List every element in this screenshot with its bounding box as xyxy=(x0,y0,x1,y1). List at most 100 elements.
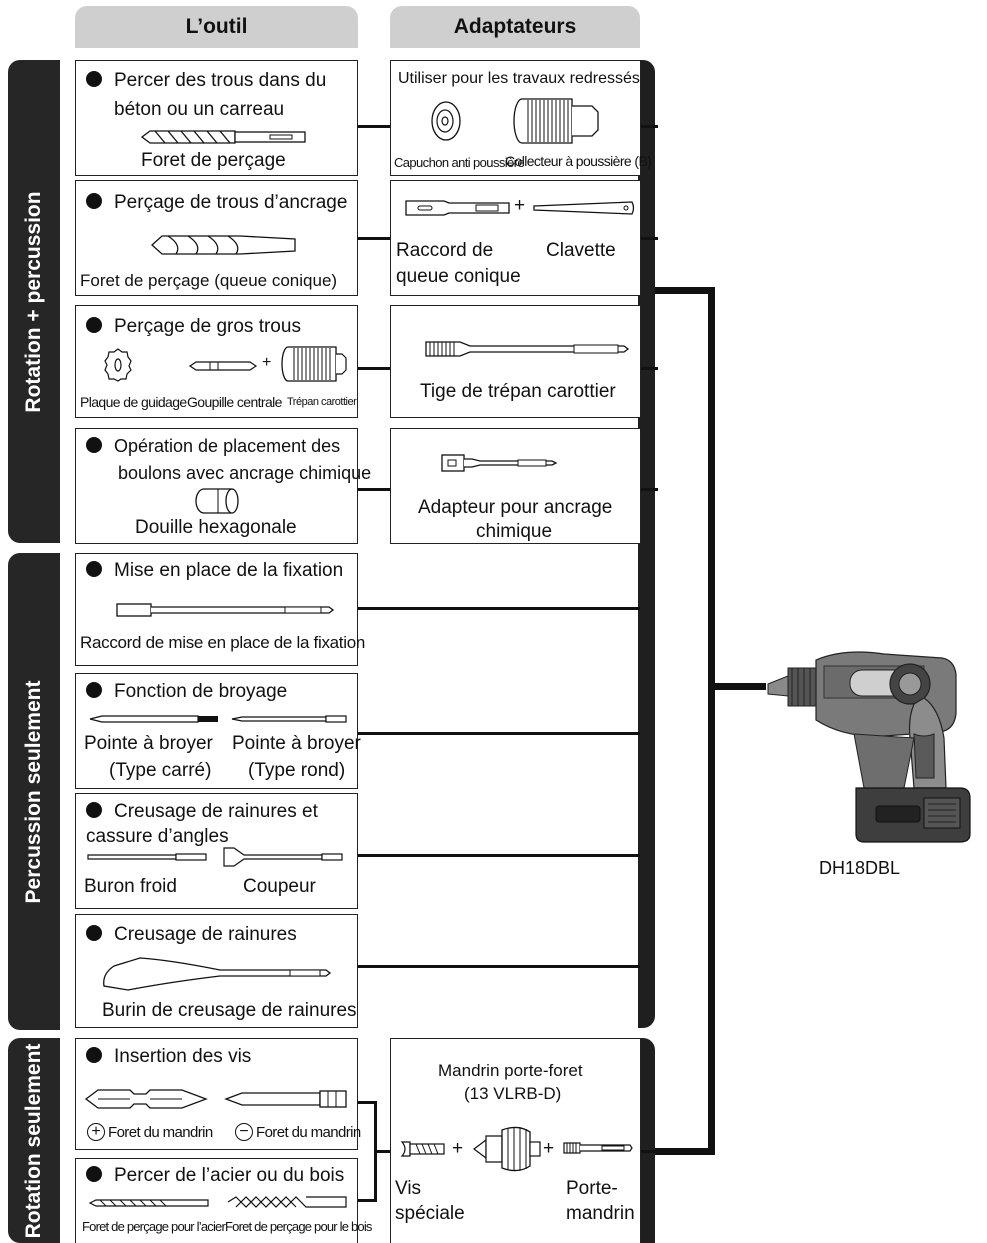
dust-cap-icon xyxy=(431,101,461,141)
r3-pin-label: Goupille centrale xyxy=(187,394,282,410)
chuck-plus-1: + xyxy=(452,1138,464,1159)
adapter-box-chemical xyxy=(390,428,641,544)
section-rotation-only: Rotation seulement xyxy=(8,1038,60,1243)
bullet-icon xyxy=(86,1047,102,1063)
r7-title-2: cassure d’angles xyxy=(86,826,229,847)
plus-circle-icon: + xyxy=(87,1123,105,1141)
r4-tool-label: Douille hexagonale xyxy=(135,517,297,538)
round-point-icon xyxy=(231,715,347,723)
header-tool: L’outil xyxy=(75,6,358,48)
chuck-title-2: (13 VLRB-D) xyxy=(464,1084,562,1103)
chuck-plus-2: + xyxy=(543,1138,555,1159)
connector-line xyxy=(357,488,391,491)
tool-box-drill xyxy=(75,60,358,176)
r7-c2: Coupeur xyxy=(243,876,316,897)
r2-adapter-a2: queue conique xyxy=(396,266,521,287)
main-connector xyxy=(655,1148,715,1155)
r2-plus: + xyxy=(514,195,526,216)
bullet-icon xyxy=(86,802,102,818)
chuck-porte-1: Porte- xyxy=(566,1178,618,1199)
grooving-chisel-icon xyxy=(103,957,332,991)
r9-b1: Foret du mandrin xyxy=(108,1124,213,1141)
r3-plus: + xyxy=(262,354,272,371)
main-connector xyxy=(708,683,766,690)
rotary-hammer-icon xyxy=(767,651,971,843)
r5-tool-label: Raccord de mise en place de la fixation xyxy=(80,633,366,652)
bracket-line xyxy=(357,1101,377,1104)
r4-adapter-2: chimique xyxy=(476,521,553,542)
core-bit-shank-icon xyxy=(425,341,630,357)
drill-chuck-icon xyxy=(473,1126,541,1172)
r4-title-1: Opération de placement des xyxy=(86,436,340,457)
r9-title: Insertion des vis xyxy=(86,1046,251,1068)
core-bit-icon xyxy=(281,346,347,382)
bullet-icon xyxy=(86,1166,102,1182)
special-screw-icon xyxy=(400,1141,445,1157)
minus-circle-icon: − xyxy=(235,1123,253,1141)
bullet-icon xyxy=(86,317,102,333)
chuck-vis-1: Vis xyxy=(395,1178,422,1199)
bullet-icon xyxy=(86,561,102,577)
r6-p2a: Pointe à broyer xyxy=(232,733,361,754)
r9-b2: Foret du mandrin xyxy=(256,1124,361,1141)
r5-title: Mise en place de la fixation xyxy=(86,560,343,582)
phillips-bit-icon xyxy=(84,1089,208,1109)
fixation-adapter-icon xyxy=(116,603,335,617)
right-bar-top xyxy=(638,60,655,1028)
r3-title: Perçage de gros trous xyxy=(86,316,301,338)
tool-box-grooving-corner xyxy=(75,793,358,909)
bracket-line xyxy=(374,1150,391,1153)
cutter-icon xyxy=(223,847,343,867)
bullet-icon xyxy=(86,437,102,453)
adapter-box-core-shank xyxy=(390,305,641,418)
bullet-icon xyxy=(86,925,102,941)
tapered-drill-bit-icon xyxy=(151,235,296,255)
connector-line xyxy=(357,965,640,968)
r4-title-2: boulons avec ancrage chimique xyxy=(118,463,372,483)
model-label: DH18DBL xyxy=(819,858,901,878)
r1-cap-label: Capuchon anti poussière xyxy=(394,155,525,170)
connector-line xyxy=(640,488,658,491)
connector-line xyxy=(640,125,658,128)
r1-tool-label: Foret de perçage xyxy=(141,150,286,171)
r1-title-2: béton ou un carreau xyxy=(114,99,285,120)
bullet-icon xyxy=(86,682,102,698)
bracket-line xyxy=(357,1199,377,1202)
r6-title: Fonction de broyage xyxy=(86,681,287,703)
connector-line xyxy=(357,607,640,610)
connector-line xyxy=(640,237,658,240)
chuck-vis-2: spéciale xyxy=(395,1203,465,1224)
r1-title-1: Percer des trous dans du xyxy=(86,70,326,92)
r10-wood-label: Foret de perçage pour le bois xyxy=(225,1219,372,1234)
main-connector xyxy=(708,287,715,1155)
tool-box-grinding xyxy=(75,673,358,789)
adapter-box-taper xyxy=(390,180,641,296)
r6-p2b: (Type rond) xyxy=(248,760,346,781)
connector-line xyxy=(357,237,391,240)
drill-bit-icon xyxy=(140,130,306,144)
r3-plate-label: Plaque de guidage xyxy=(80,394,187,410)
chuck-title-1: Mandrin porte-foret xyxy=(438,1061,583,1080)
taper-shank-adapter-icon xyxy=(405,200,510,216)
r8-title: Creusage de rainures xyxy=(86,924,297,946)
cold-chisel-icon xyxy=(87,853,207,861)
right-bar-bottom xyxy=(638,1038,655,1243)
dust-collector-icon xyxy=(513,98,599,144)
guide-plate-icon xyxy=(104,348,132,382)
connector-line xyxy=(640,367,658,370)
r2-tool-label: Foret de perçage (queue conique) xyxy=(80,271,338,290)
r8-tool-label: Burin de creusage de rainures xyxy=(102,1000,357,1021)
wedge-icon xyxy=(533,201,635,215)
section-rotation-percussion: Rotation + percussion xyxy=(8,60,60,543)
steel-drill-bit-icon xyxy=(88,1199,209,1207)
tool-box-chemical-anchor xyxy=(75,428,358,544)
r2-adapter-b: Clavette xyxy=(546,240,616,261)
r1-collector-label: Collecteur à poussière (B) xyxy=(505,153,652,169)
connector-line xyxy=(357,367,391,370)
header-adapters: Adaptateurs xyxy=(390,6,640,48)
bullet-icon xyxy=(86,193,102,209)
chuck-porte-2: mandrin xyxy=(566,1203,635,1224)
r7-c1: Buron froid xyxy=(84,876,177,897)
r1-adapter-title: Utiliser pour les travaux redressés xyxy=(398,70,640,87)
r6-p1a: Pointe à broyer xyxy=(84,733,213,754)
